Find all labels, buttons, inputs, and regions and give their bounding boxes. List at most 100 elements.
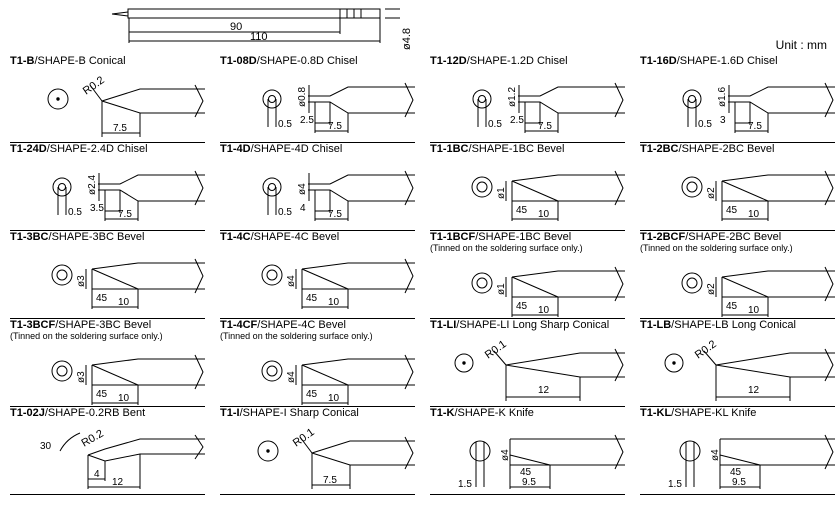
row-divider bbox=[10, 142, 205, 143]
dimension-label: 45 bbox=[516, 301, 528, 312]
tip-title: T1-16D/SHAPE-1.6D Chisel bbox=[640, 55, 778, 67]
tip-code: T1-B bbox=[10, 55, 35, 67]
tip-shape-name: /SHAPE-K Knife bbox=[454, 407, 534, 419]
dimension-label: ø3 bbox=[76, 275, 87, 287]
dimension-label: 0.5 bbox=[488, 119, 502, 130]
dimension-label: 12 bbox=[538, 385, 550, 396]
tip-code: T1-K bbox=[430, 407, 455, 419]
tip-title: T1-3BC/SHAPE-3BC Bevel bbox=[10, 231, 145, 243]
end-view-circle bbox=[262, 177, 282, 197]
tip-shape-name: /SHAPE-2.4D Chisel bbox=[46, 143, 148, 155]
break-line bbox=[824, 348, 834, 382]
dimension-label: 45 bbox=[516, 205, 528, 216]
tip-code: T1-02J bbox=[10, 407, 45, 419]
tip-title: T1-12D/SHAPE-1.2D Chisel bbox=[430, 55, 568, 67]
dimension-line bbox=[687, 99, 697, 127]
end-view-circle bbox=[679, 440, 701, 462]
tip-title: T1-K/SHAPE-K Knife bbox=[430, 407, 534, 419]
tip-outline bbox=[715, 352, 835, 378]
dimension-label: 12 bbox=[112, 477, 124, 488]
end-view-circle bbox=[664, 353, 684, 373]
end-view-circle bbox=[261, 360, 283, 382]
leader-line bbox=[703, 350, 717, 366]
end-view-circle bbox=[47, 88, 69, 110]
dimension-label: 0.5 bbox=[698, 119, 712, 130]
dimension-line bbox=[509, 465, 551, 489]
tip-shape-name: /SHAPE-I Sharp Conical bbox=[239, 407, 359, 419]
row-divider bbox=[220, 318, 415, 319]
dimension-label: 45 bbox=[96, 293, 108, 304]
overall-length-b: 110 bbox=[250, 31, 268, 43]
dimension-label: ø2.4 bbox=[87, 175, 98, 195]
row-divider bbox=[10, 230, 205, 231]
dimension-label: ø1 bbox=[496, 283, 507, 295]
tip-shape-name: /SHAPE-KL Knife bbox=[671, 407, 757, 419]
tip-outline bbox=[735, 86, 835, 114]
end-view-circle bbox=[476, 181, 488, 193]
dimension-line bbox=[721, 297, 769, 317]
dimension-line bbox=[87, 454, 141, 489]
tip-entry: T1-3BCF/SHAPE-3BC Bevel(Tinned on the so… bbox=[10, 319, 205, 407]
tip-drawing: R0.17.5 bbox=[257, 426, 415, 489]
dimension-line bbox=[267, 99, 277, 127]
angle-arc bbox=[59, 432, 81, 452]
tip-title: T1-3BCF/SHAPE-3BC Bevel bbox=[10, 319, 151, 331]
dimension-label: ø2 bbox=[706, 283, 717, 295]
dimension-line bbox=[101, 101, 141, 137]
end-view-circle bbox=[686, 277, 698, 289]
dimension-label: R0.2 bbox=[81, 74, 107, 97]
break-line bbox=[194, 354, 204, 390]
dimension-line bbox=[524, 102, 559, 133]
tip-outline bbox=[301, 358, 415, 386]
overall-length-a: 90 bbox=[230, 21, 242, 33]
break-line bbox=[194, 84, 204, 118]
end-view-flat bbox=[478, 95, 486, 103]
break-line bbox=[824, 82, 834, 118]
dimension-label: 10 bbox=[328, 393, 340, 404]
tip-code: T1-3BC bbox=[10, 231, 49, 243]
tip-outline bbox=[311, 440, 415, 466]
break-line bbox=[614, 266, 624, 302]
row-divider bbox=[10, 494, 205, 495]
row-divider bbox=[220, 142, 415, 143]
tip-code: T1-1BCF bbox=[430, 231, 476, 243]
dimension-label: 45 bbox=[730, 467, 742, 478]
row-divider bbox=[10, 318, 205, 319]
tip-title: T1-4D/SHAPE-4D Chisel bbox=[220, 143, 342, 155]
dimension-label: 45 bbox=[726, 301, 738, 312]
dimension-label: 30 bbox=[40, 441, 52, 452]
dimension-line bbox=[511, 201, 559, 221]
dimension-label: 45 bbox=[520, 467, 532, 478]
tip-outline bbox=[719, 438, 835, 466]
dimension-label: ø3 bbox=[76, 371, 87, 383]
tip-code: T1-1BC bbox=[430, 143, 469, 155]
dimension-line bbox=[314, 190, 349, 221]
tip-code: T1-08D bbox=[220, 55, 257, 67]
row-divider bbox=[430, 142, 625, 143]
dimension-label: R0.2 bbox=[693, 338, 719, 361]
dimension-label: 10 bbox=[328, 297, 340, 308]
tip-entry: T1-1BCF/SHAPE-1BC Bevel(Tinned on the so… bbox=[430, 231, 625, 319]
end-view-flat bbox=[268, 95, 276, 103]
break-line bbox=[614, 434, 624, 470]
end-view-circle bbox=[266, 365, 278, 377]
dimension-line bbox=[311, 453, 351, 489]
tip-shape-name: /SHAPE-0.2RB Bent bbox=[44, 407, 146, 419]
end-view-circle bbox=[681, 272, 703, 294]
end-view-flat bbox=[688, 95, 696, 103]
dimension-label: 12 bbox=[748, 385, 760, 396]
end-view-point bbox=[462, 361, 466, 365]
tip-shape-name: /SHAPE-1.2D Chisel bbox=[466, 55, 568, 67]
break-line bbox=[824, 434, 834, 470]
end-view-circle bbox=[471, 176, 493, 198]
